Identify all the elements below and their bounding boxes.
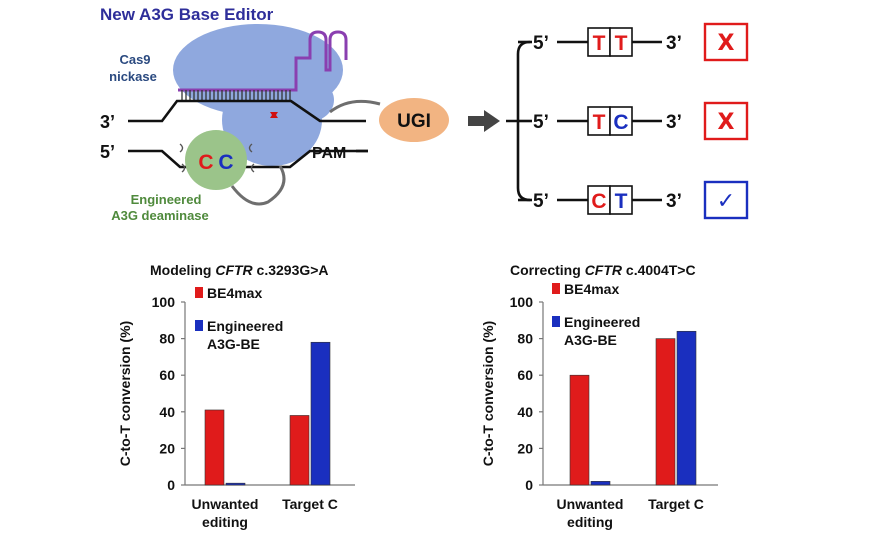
strand-bottom-label: 5’ — [100, 142, 115, 162]
outcome-three-prime: 3’ — [666, 112, 682, 133]
base-letter-2: T — [615, 190, 628, 213]
base-letter-2: T — [615, 32, 628, 55]
check-icon: ✓ — [717, 189, 735, 214]
bar — [310, 341, 331, 486]
base-letter-2: C — [613, 111, 628, 134]
target-c2: C — [218, 151, 233, 174]
a3g-deaminase-node: C C — [179, 130, 286, 206]
bar — [289, 415, 310, 486]
outcome-mark-box — [703, 101, 749, 141]
y-tick-label: 80 — [159, 331, 175, 347]
pam-label: PAM — [312, 145, 346, 162]
chart-title: Correcting CFTR c.4004T>C — [510, 262, 696, 278]
x-tick-label: Target C — [648, 496, 704, 512]
y-tick-label: 80 — [517, 331, 533, 347]
cross-icon: X — [718, 110, 735, 135]
legend-label: Engineered — [207, 318, 283, 334]
deaminase-label-line2: A3G deaminase — [111, 208, 209, 223]
base-letter-1: T — [593, 111, 606, 134]
x-tick-label: Unwanted — [557, 496, 624, 512]
outcome-three-prime: 3’ — [666, 33, 682, 54]
guide-rna-icon — [178, 30, 348, 92]
legend-label: BE4max — [564, 281, 619, 297]
y-axis-label: C-to-T conversion (%) — [480, 321, 496, 466]
outcome-five-prime: 5’ — [533, 191, 549, 212]
strand-top-label: 3’ — [100, 112, 115, 132]
bar-chart: Modeling CFTR c.3293G>A C-to-T conversion… — [117, 262, 355, 530]
y-tick-label: 40 — [517, 404, 533, 420]
legend-swatch — [552, 316, 560, 327]
base-letter-1: T — [593, 32, 606, 55]
x-tick-label: editing — [567, 514, 613, 530]
y-tick-label: 20 — [517, 440, 533, 456]
outcome-mark-box — [703, 180, 749, 220]
base-editor-schematic: New A3G Base Editor UGI — [100, 5, 449, 223]
y-tick-label: 60 — [517, 367, 533, 383]
legend-swatch — [552, 283, 560, 294]
legend-label: A3G-BE — [564, 332, 617, 348]
cas9-label-line2: nickase — [109, 69, 157, 84]
cross-icon: X — [718, 31, 735, 56]
ugi-node: UGI — [379, 98, 449, 142]
legend-label: A3G-BE — [207, 336, 260, 352]
bar — [590, 481, 611, 486]
rna-dna-hybrid-ladder — [178, 88, 296, 101]
y-tick-label: 20 — [159, 440, 175, 456]
legend-swatch — [195, 320, 203, 331]
y-tick-label: 0 — [525, 477, 533, 493]
bar — [225, 482, 246, 486]
ugi-linker — [329, 99, 381, 114]
y-tick-label: 40 — [159, 404, 175, 420]
outcome-five-prime: 5’ — [533, 112, 549, 133]
x-tick-label: editing — [202, 514, 248, 530]
bar — [655, 338, 676, 486]
legend-label: BE4max — [207, 285, 262, 301]
result-arrow-icon — [468, 110, 500, 132]
y-tick-label: 0 — [167, 477, 175, 493]
y-axis-label: C-to-T conversion (%) — [117, 321, 133, 466]
bar-chart: Correcting CFTR c.4004T>C C-to-T conversi… — [480, 262, 718, 530]
deaminase-label-line1: Engineered — [131, 192, 202, 207]
x-tick-label: Unwanted — [192, 496, 259, 512]
y-tick-label: 100 — [510, 294, 534, 310]
outcome-mark-box — [703, 22, 749, 62]
legend-swatch — [195, 287, 203, 298]
bar — [676, 330, 697, 486]
bar — [569, 374, 590, 486]
base-letter-1: C — [591, 190, 606, 213]
cas9-nickase-shape — [173, 24, 343, 166]
dna-strands — [128, 99, 368, 169]
target-c1: C — [198, 151, 213, 174]
ugi-label: UGI — [397, 111, 431, 132]
y-tick-label: 100 — [152, 294, 176, 310]
chart-title: Modeling CFTR c.3293G>A — [150, 262, 329, 278]
editor-title: New A3G Base Editor — [100, 5, 274, 24]
y-tick-label: 60 — [159, 367, 175, 383]
outcome-five-prime: 5’ — [533, 33, 549, 54]
outcome-three-prime: 3’ — [666, 191, 682, 212]
x-tick-label: Target C — [282, 496, 338, 512]
cas9-label-line1: Cas9 — [119, 52, 150, 67]
bar — [204, 409, 225, 486]
legend-label: Engineered — [564, 314, 640, 330]
charts: Modeling CFTR c.3293G>A C-to-T conversion… — [117, 262, 718, 530]
